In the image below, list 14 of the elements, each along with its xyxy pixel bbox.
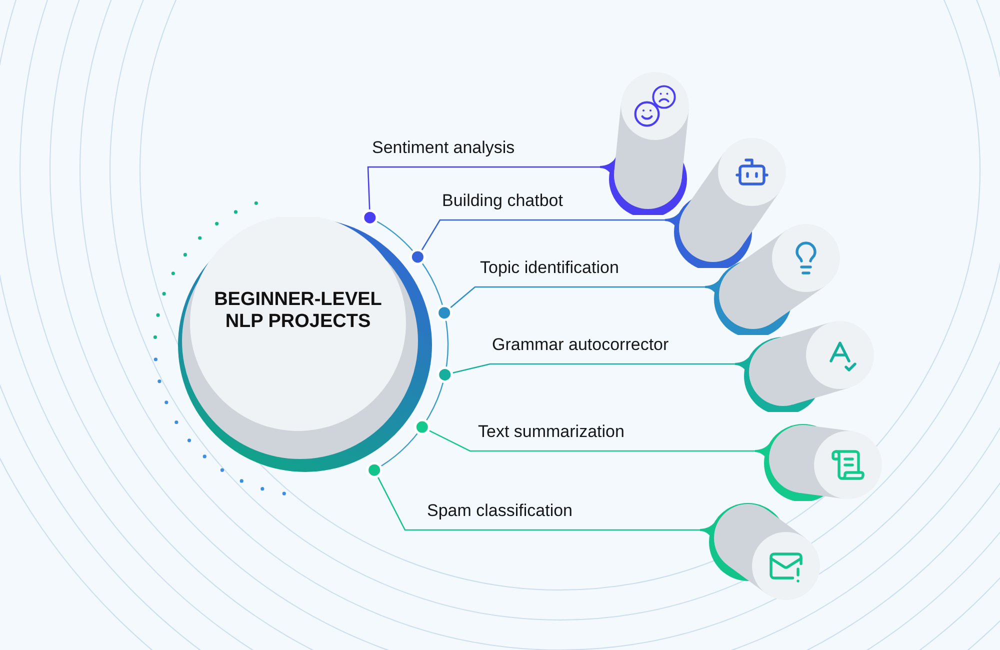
edge-label: Spam classification <box>427 501 573 521</box>
center-circle <box>177 217 433 473</box>
edge-label: Grammar autocorrector <box>492 335 669 355</box>
connector-line <box>366 462 700 531</box>
edge-label: Text summarization <box>478 422 624 442</box>
connector-line <box>362 166 600 226</box>
connector-line <box>436 363 735 383</box>
center-title: BEGINNER-LEVEL NLP PROJECTS <box>213 289 383 333</box>
edge-label: Topic identification <box>480 258 619 278</box>
connector-line <box>409 219 665 266</box>
connector-line <box>436 286 705 322</box>
edge-label: Building chatbot <box>442 191 563 211</box>
connector-line <box>414 418 755 452</box>
edge-label: Sentiment analysis <box>372 138 515 158</box>
